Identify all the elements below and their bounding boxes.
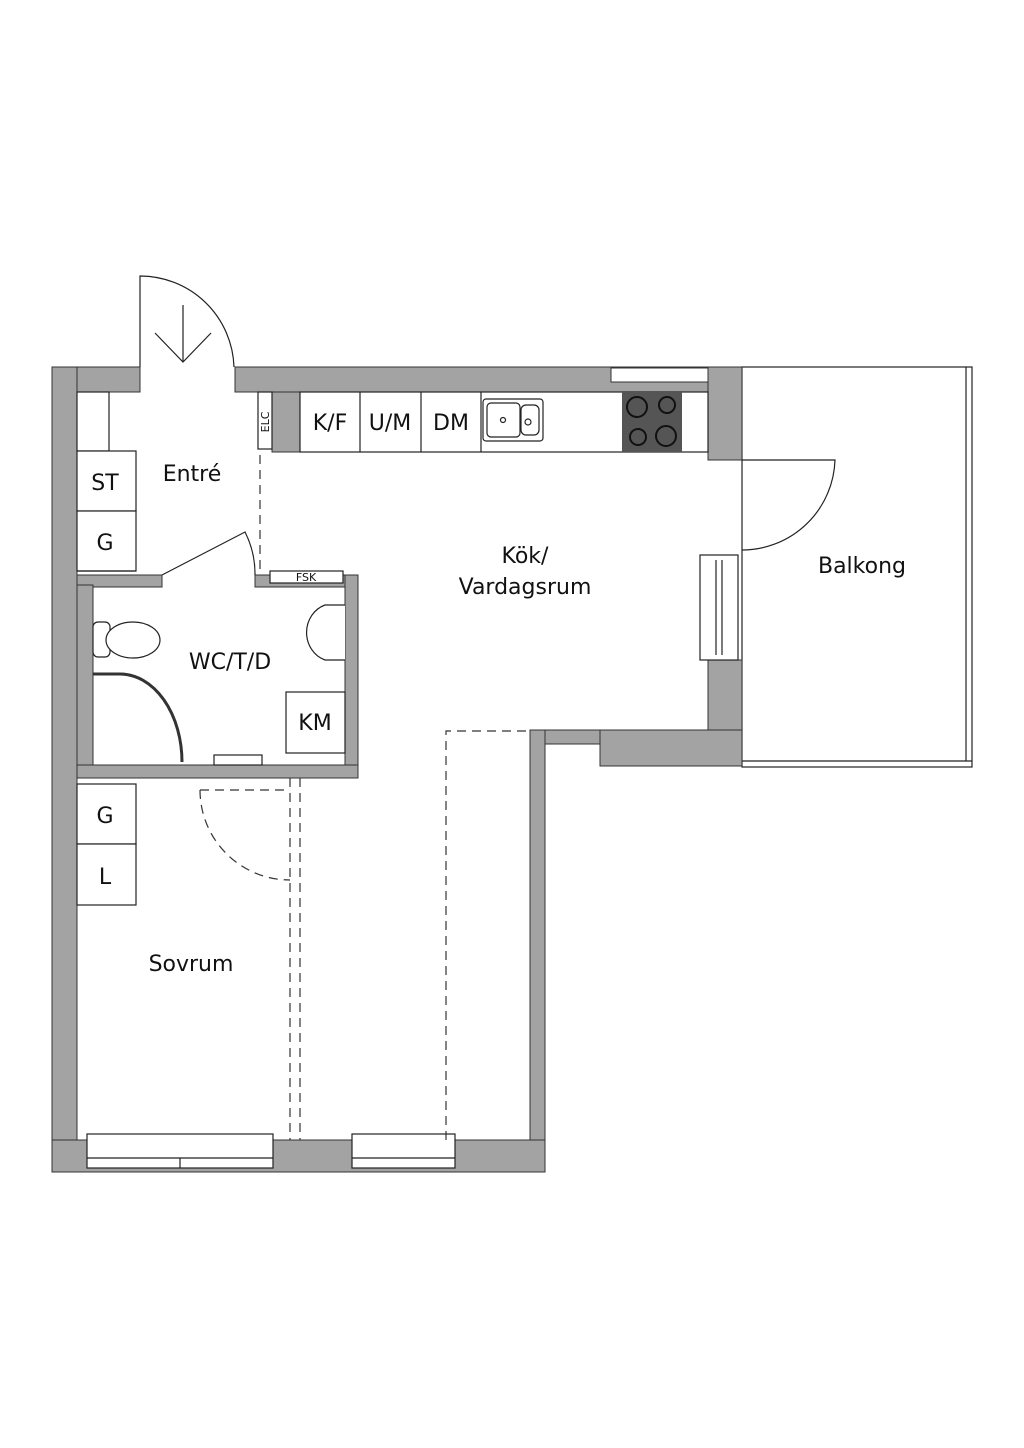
kf-label: K/F: [313, 411, 348, 436]
elc-box: [257, 391, 273, 450]
kitchen-counter: [299, 391, 709, 453]
shower-screen: [93, 672, 184, 763]
sink-icon: [482, 398, 544, 442]
g-entre-label: G: [96, 531, 113, 556]
room-sovrum: Sovrum: [149, 952, 234, 977]
toilet-icon: [92, 621, 161, 659]
km-box: [285, 691, 346, 754]
entre-closets: [76, 391, 273, 572]
room-balkong: Balkong: [818, 554, 906, 579]
room-kok-line2: Vardagsrum: [459, 575, 592, 600]
window-top: [610, 367, 709, 383]
windows: [86, 554, 739, 1169]
um-label: U/M: [369, 411, 412, 436]
balcony: [741, 366, 973, 768]
dm-label: DM: [433, 411, 469, 436]
l-label: L: [99, 865, 112, 890]
washbasin-icon: [306, 604, 345, 661]
bedroom-closets: [76, 783, 137, 906]
room-kok-line1: Kök/: [502, 544, 550, 569]
g-sovrum-label: G: [96, 804, 113, 829]
room-entre: Entré: [163, 462, 222, 487]
floor-drain: [213, 754, 263, 766]
walls: [51, 366, 743, 1173]
elc-label: ELC: [259, 411, 272, 432]
km-label: KM: [298, 711, 331, 736]
balcony-door[interactable]: [741, 459, 836, 551]
st-label: ST: [91, 471, 119, 496]
fsk-label: FSK: [296, 571, 317, 584]
wc-door[interactable]: [161, 531, 256, 576]
openings: [259, 455, 530, 1140]
fsk-box: [269, 570, 344, 584]
stove-icon: [622, 392, 682, 452]
bedroom-door[interactable]: [199, 778, 301, 1140]
room-wc: WC/T/D: [189, 650, 271, 675]
entrance-door[interactable]: [139, 275, 235, 368]
